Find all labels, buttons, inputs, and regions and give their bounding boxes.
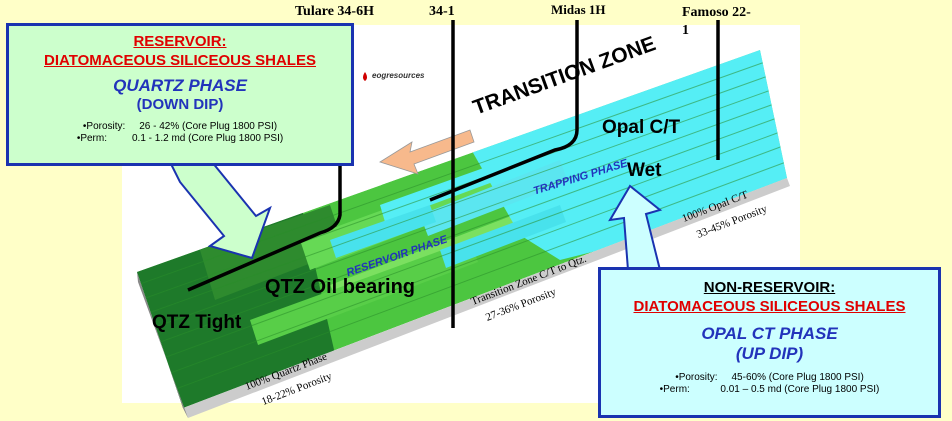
nonreservoir-title: NON-RESERVOIR: <box>703 279 836 296</box>
nonreservoir-porosity-label: •Porosity: <box>675 372 718 383</box>
nonreservoir-perm-row: •Perm: 0.01 – 0.5 md (Core Plug 1800 PSI… <box>601 384 938 396</box>
reservoir-porosity-value: 26 - 42% (Core Plug 1800 PSI) <box>139 121 278 132</box>
nonreservoir-porosity-value: 45-60% (Core Plug 1800 PSI) <box>731 372 864 383</box>
well-midas-path <box>429 20 579 202</box>
wet-label: Wet <box>627 160 662 181</box>
well-tulare-path <box>187 25 342 292</box>
well-label-midas: Midas 1H <box>551 2 606 17</box>
reservoir-porosity-row: •Porosity: 26 - 42% (Core Plug 1800 PSI) <box>9 121 351 133</box>
nonreservoir-info-box: NON-RESERVOIR: DIATOMACEOUS SILICEOUS SH… <box>598 267 941 418</box>
reservoir-title: RESERVOIR: <box>133 33 227 50</box>
nonreservoir-perm-label: •Perm: <box>659 384 690 395</box>
nonreservoir-arrow <box>608 184 663 271</box>
reservoir-perm-row: •Perm: 0.1 - 1.2 md (Core Plug 1800 PSI) <box>9 133 351 145</box>
well-label-famoso: Famoso 22- 1 <box>682 4 751 40</box>
well-label-famoso-line2: 1 <box>682 23 689 38</box>
reservoir-porosity-label: •Porosity: <box>82 121 126 132</box>
opal-ct-label: Opal C/T <box>602 117 681 138</box>
logo-icon <box>363 72 367 81</box>
well-label-famoso-line1: Famoso 22- <box>682 5 751 20</box>
quartz-phase-note: (DOWN DIP) <box>136 96 224 113</box>
reservoir-subtitle: DIATOMACEOUS SILICEOUS SHALES <box>44 52 316 69</box>
nonreservoir-subtitle: DIATOMACEOUS SILICEOUS SHALES <box>633 298 906 315</box>
company-logo: eogresources <box>372 71 425 80</box>
qtz-tight-label: QTZ Tight <box>152 312 242 333</box>
reservoir-arrow <box>168 161 272 260</box>
transition-arrow <box>379 129 475 175</box>
reservoir-info-box: RESERVOIR: DIATOMACEOUS SILICEOUS SHALES… <box>6 23 354 166</box>
nonreservoir-perm-value: 0.01 – 0.5 md (Core Plug 1800 PSI) <box>720 384 880 395</box>
opal-phase-heading: OPAL CT PHASE <box>701 324 838 343</box>
reservoir-properties: •Porosity: 26 - 42% (Core Plug 1800 PSI)… <box>9 121 351 145</box>
well-label-34-1: 34-1 <box>429 4 455 19</box>
nonreservoir-porosity-row: •Porosity: 45-60% (Core Plug 1800 PSI) <box>601 372 938 384</box>
quartz-phase-heading: QUARTZ PHASE <box>113 76 247 95</box>
opal-phase-note: (UP DIP) <box>735 344 804 363</box>
reservoir-perm-value: 0.1 - 1.2 md (Core Plug 1800 PSI) <box>132 133 284 144</box>
reservoir-perm-label: •Perm: <box>76 133 107 144</box>
qtz-oil-bearing-label: QTZ Oil bearing <box>265 276 416 298</box>
well-label-tulare: Tulare 34-6H <box>295 4 374 19</box>
nonreservoir-properties: •Porosity: 45-60% (Core Plug 1800 PSI) •… <box>601 372 938 396</box>
